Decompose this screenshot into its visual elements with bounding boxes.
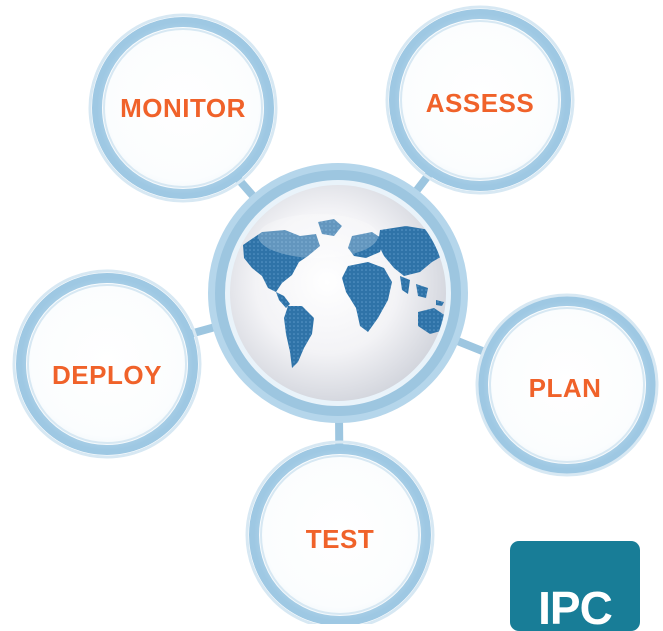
stage-label-deploy: DEPLOY (52, 360, 162, 390)
node-plan-ring (478, 296, 656, 474)
node-test-ring (249, 444, 431, 624)
node-assess-ring (389, 9, 571, 191)
ipc-logo-text: IPC (538, 582, 613, 631)
node-monitor: MONITOR (88, 13, 278, 203)
node-deploy-ring (16, 273, 198, 455)
ipc-logo: IPC (510, 541, 640, 631)
stage-label-monitor: MONITOR (120, 93, 246, 123)
node-monitor-ring (92, 17, 274, 199)
stage-label-test: TEST (306, 524, 374, 554)
node-assess: ASSESS (385, 5, 575, 195)
node-plan: PLAN (475, 293, 659, 477)
world-map-icon (243, 219, 446, 368)
node-test: TEST (245, 440, 435, 624)
center-globe (208, 163, 468, 423)
stage-label-plan: PLAN (529, 373, 602, 403)
node-deploy: DEPLOY (12, 269, 202, 459)
stage-label-assess: ASSESS (426, 88, 535, 118)
